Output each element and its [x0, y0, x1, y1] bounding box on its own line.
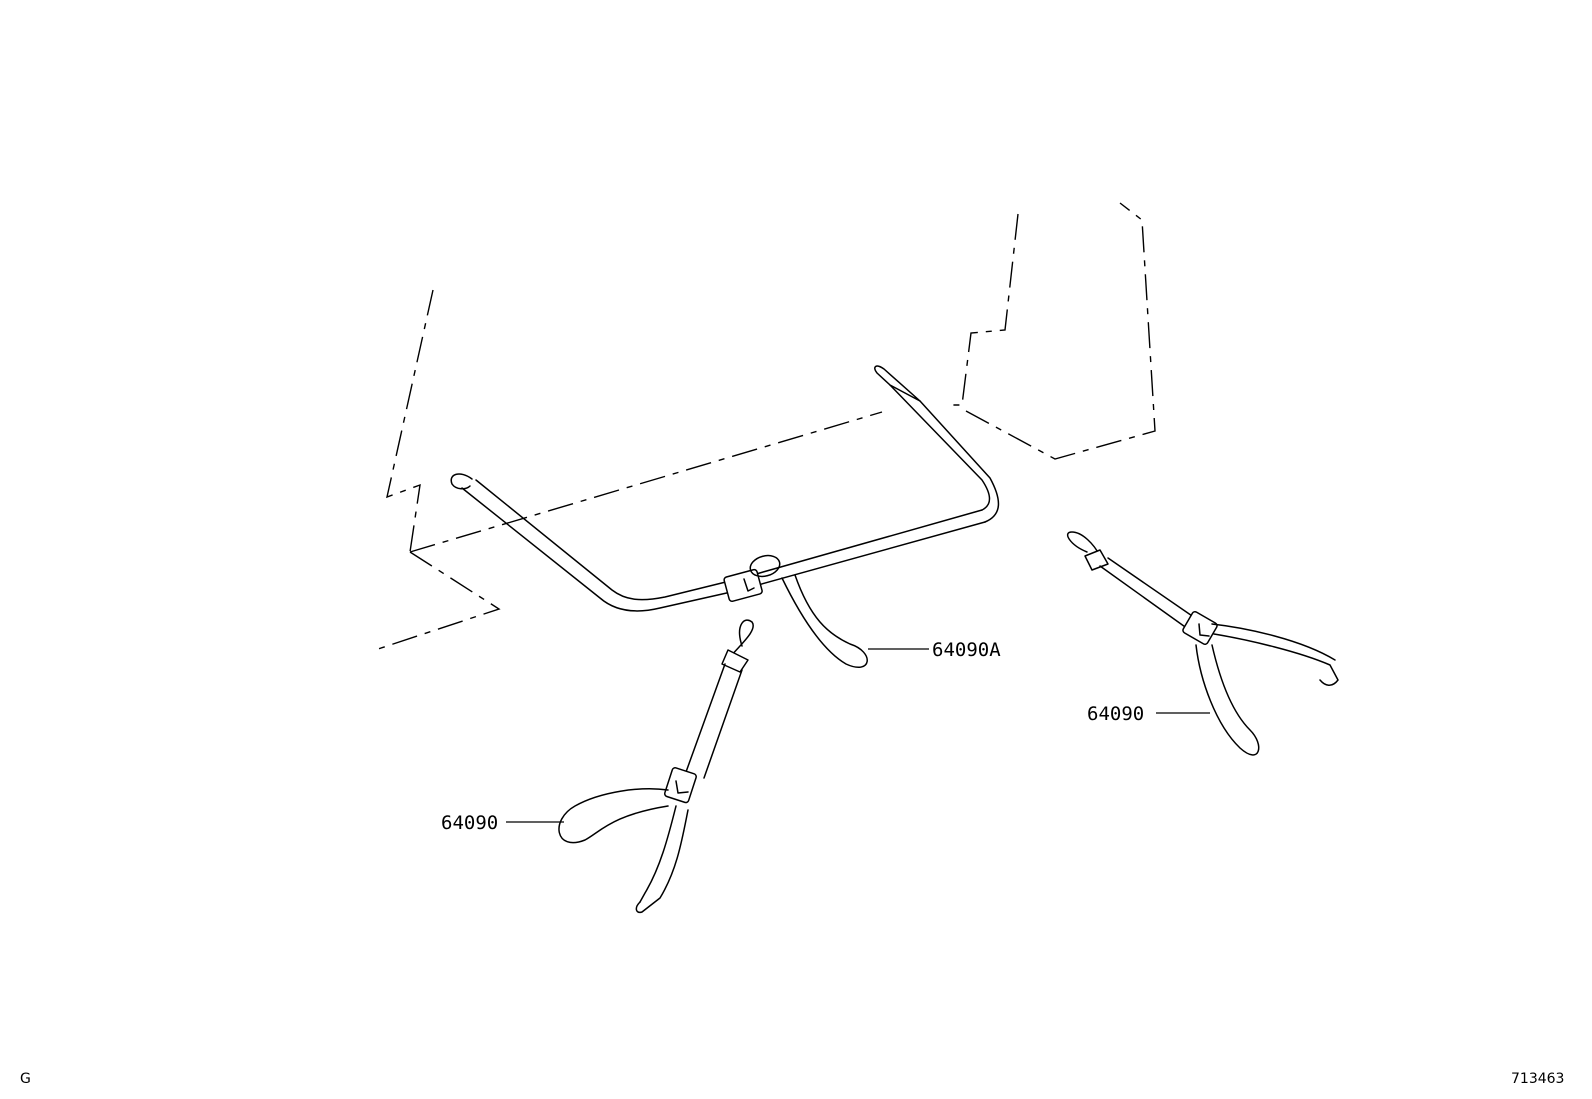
hook-icon — [1066, 531, 1101, 557]
buckle-icon — [663, 767, 697, 804]
diagram-group-code: G — [20, 1071, 31, 1087]
buckle-clip-icon — [1198, 623, 1210, 637]
callout-64090-left: 64090 — [441, 812, 564, 834]
diagram-id: 713463 — [1511, 1071, 1565, 1087]
buckle-clip-icon — [743, 578, 755, 592]
part-number-label: 64090A — [932, 639, 1001, 661]
buckle-icon — [723, 568, 763, 603]
left-tie-down-strap — [558, 619, 754, 914]
main-luggage-strap — [450, 365, 1000, 668]
right-tie-down-strap — [1066, 531, 1339, 756]
hook-icon — [730, 619, 754, 657]
vehicle-outline — [371, 202, 1156, 652]
callout-64090a: 64090A — [868, 639, 1001, 661]
hook-icon — [450, 473, 473, 490]
callout-64090-right: 64090 — [1087, 703, 1210, 725]
part-number-label: 64090 — [441, 812, 498, 834]
buckle-clip-icon — [675, 780, 689, 794]
part-number-label: 64090 — [1087, 703, 1144, 725]
